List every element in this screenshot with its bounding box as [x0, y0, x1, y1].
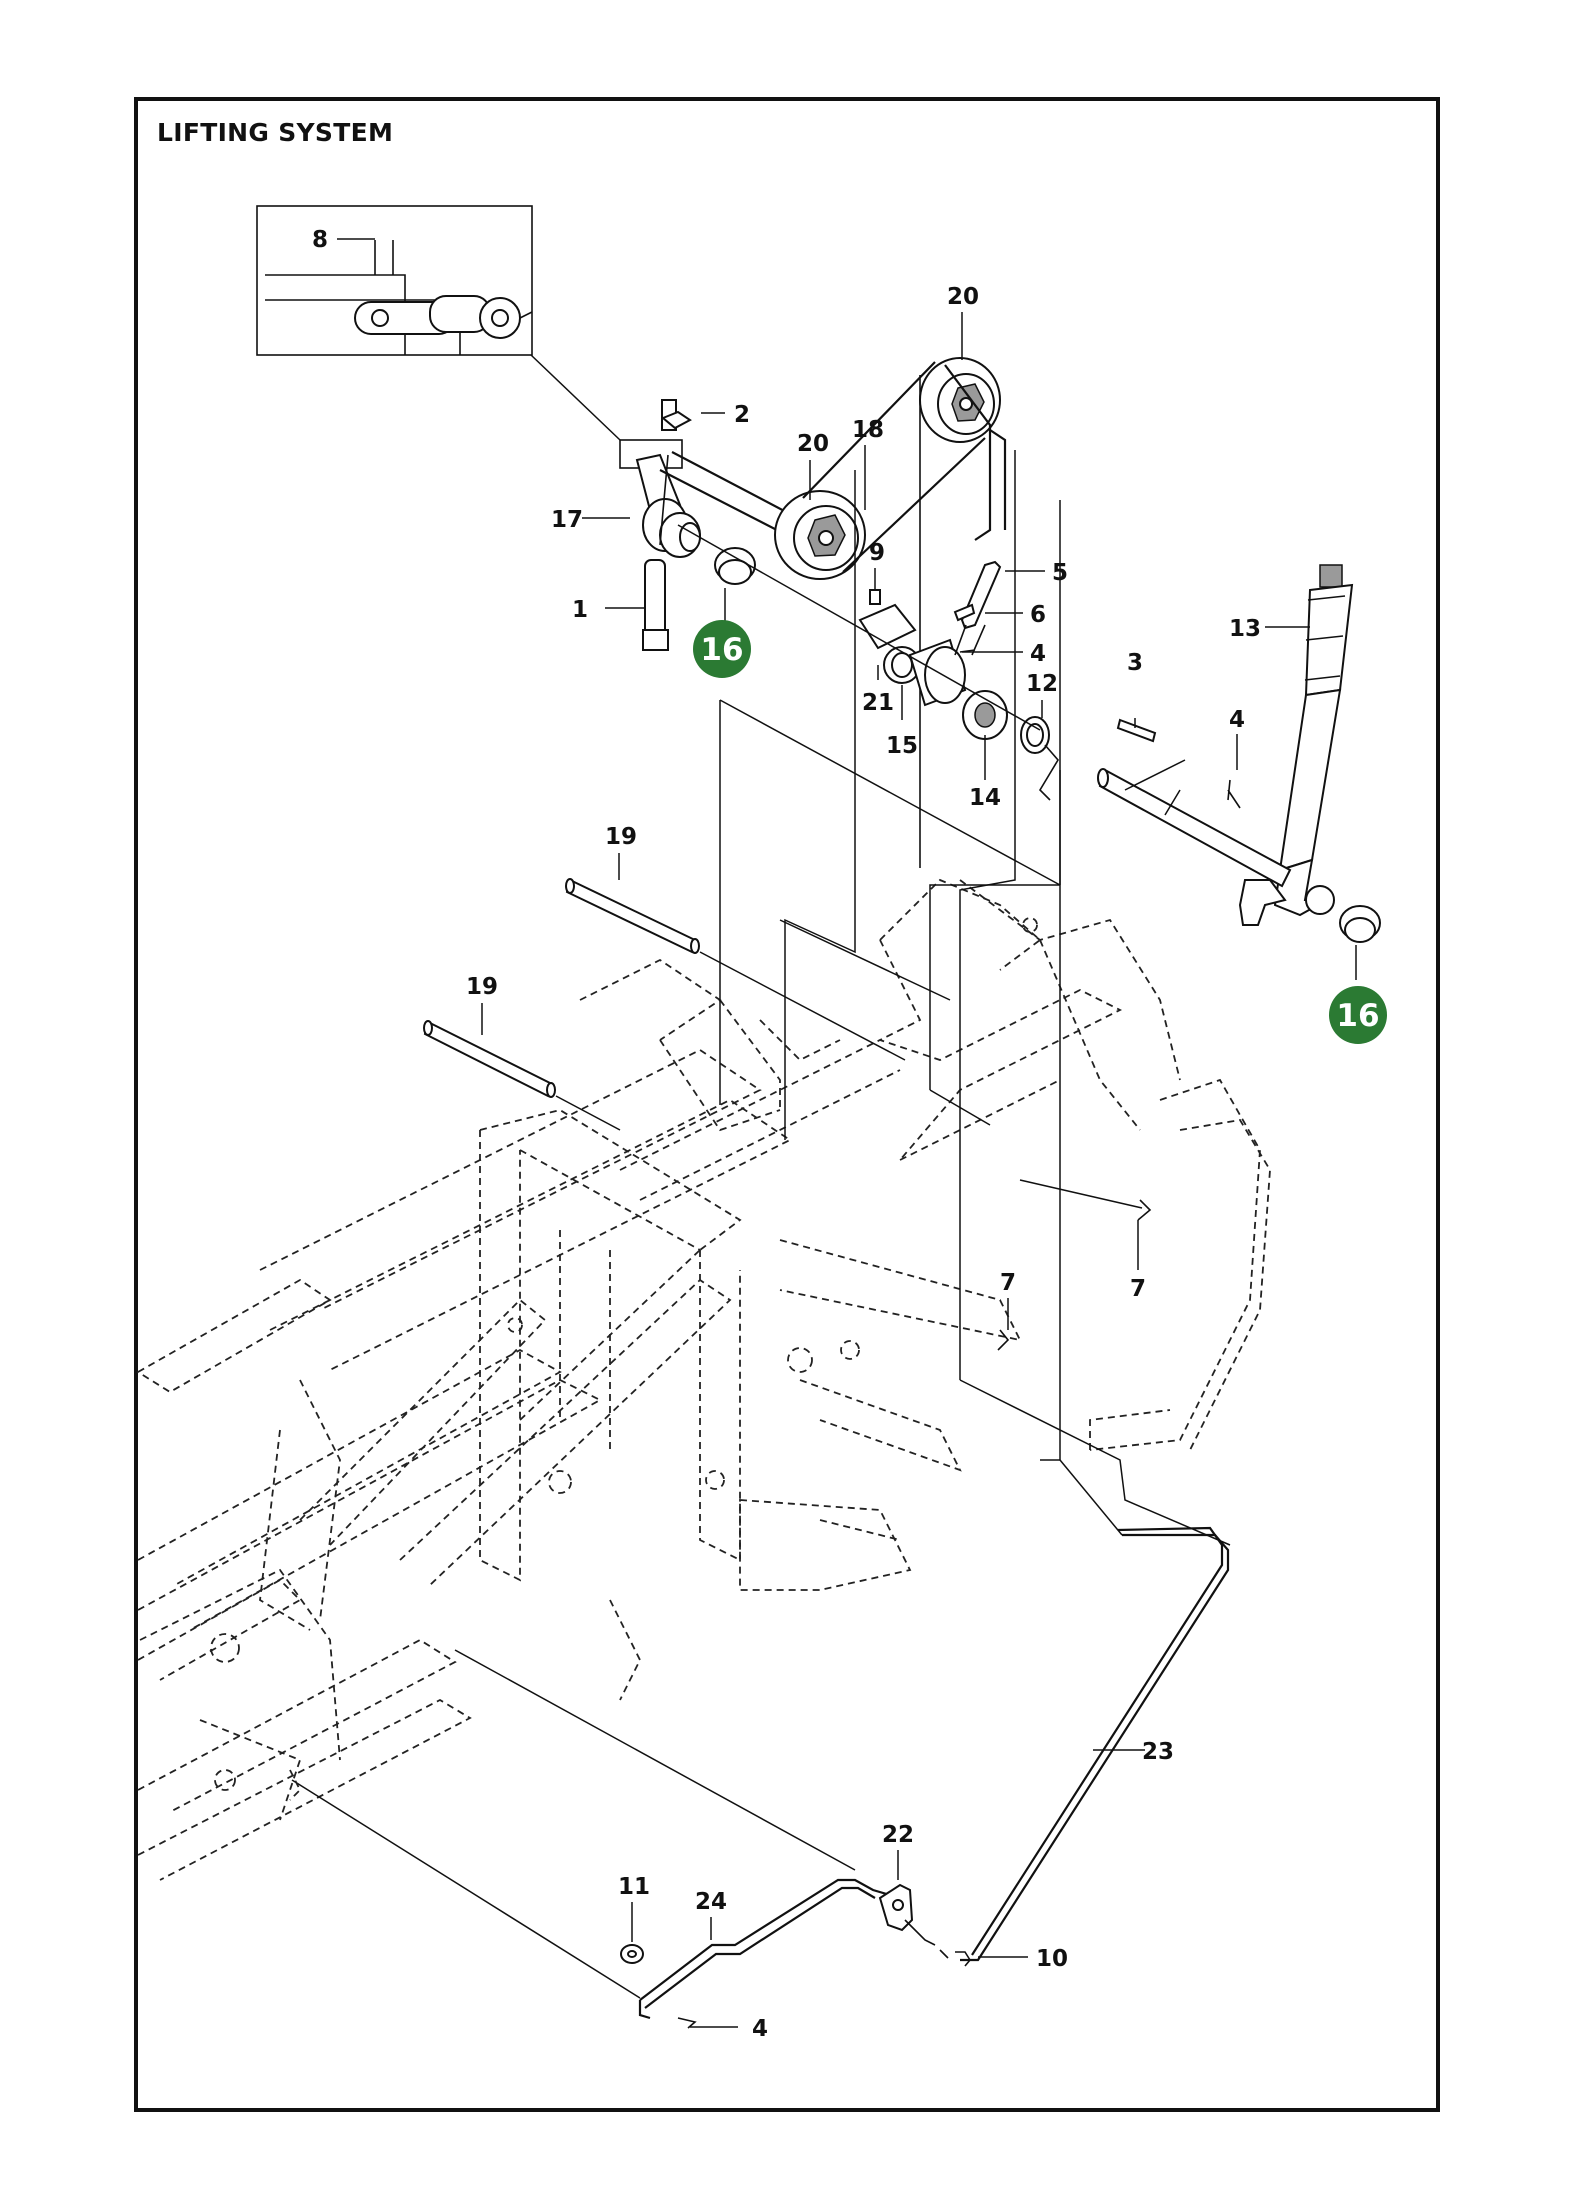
highlight-16-upper-label: 16	[700, 632, 743, 668]
highlight-badge	[693, 620, 751, 678]
callout-2: 2	[734, 402, 750, 428]
callout-21: 21	[862, 690, 894, 716]
callout-10: 10	[1036, 1946, 1068, 1972]
diagram-title: LIFTING SYSTEM	[157, 118, 394, 147]
lower-link-lines	[289, 1649, 856, 1999]
callout-7-right: 7	[1130, 1276, 1146, 1302]
callout-14: 14	[969, 785, 1001, 811]
callout-20-lower: 20	[797, 431, 829, 457]
callout-5: 5	[1052, 560, 1068, 586]
rod-part-19-upper	[565, 878, 906, 1061]
belt-part-18	[802, 361, 1007, 868]
pulley-lower	[774, 490, 866, 580]
callout-19-lower: 19	[466, 974, 498, 1000]
callout-20-upper: 20	[947, 284, 979, 310]
rod-part-24	[638, 1878, 901, 2020]
highlight-16-lower-label: 16	[1336, 998, 1379, 1034]
callout-leaders	[337, 238, 1357, 2028]
callout-9: 9	[869, 540, 885, 566]
cotter-pin-part-4-lower	[677, 2017, 697, 2029]
rod-part-23	[960, 1459, 1230, 1962]
callout-3: 3	[1127, 650, 1143, 676]
callout-23: 23	[1142, 1739, 1174, 1765]
washer-part-11	[620, 1944, 644, 1964]
pulley-upper	[919, 357, 1001, 443]
callout-12: 12	[1026, 671, 1058, 697]
callout-6: 6	[1030, 602, 1046, 628]
rod-part-19-lower	[423, 1020, 621, 1131]
callout-22: 22	[882, 1822, 914, 1848]
callout-24: 24	[695, 1889, 727, 1915]
chassis-frame	[136, 878, 1271, 1881]
callout-8: 8	[312, 227, 328, 253]
shaft-assembly	[677, 524, 1059, 801]
callout-19-upper: 19	[605, 824, 637, 850]
callout-18: 18	[852, 417, 884, 443]
callout-labels: 8 20 2 20 18 17 9 5 1 6 13 4 21 3 12 15 …	[312, 227, 1261, 2042]
assembly-lines	[719, 450, 1231, 1546]
callout-17: 17	[551, 507, 583, 533]
callout-4-right: 4	[1229, 707, 1245, 733]
callout-13: 13	[1229, 616, 1261, 642]
shaft-part-3	[1097, 718, 1292, 888]
bushing-part-16-upper	[714, 547, 756, 585]
callout-1: 1	[572, 597, 588, 623]
bushing-part-16-lower	[1339, 905, 1381, 943]
diagram-frame	[134, 97, 1440, 2112]
inset-detail-chain	[256, 205, 683, 469]
pin-part-7	[997, 1179, 1152, 1351]
callout-11: 11	[618, 1874, 650, 1900]
callout-7-left: 7	[1000, 1270, 1016, 1296]
highlight-callout-16-upper[interactable]: 16	[693, 620, 751, 678]
bracket-part-22	[878, 1883, 936, 1946]
callout-4-upper: 4	[1030, 641, 1046, 667]
callout-15: 15	[886, 733, 918, 759]
callout-4-lower: 4	[752, 2016, 768, 2042]
bracket-part-9-21	[858, 589, 921, 684]
clip-part-10	[939, 1949, 971, 1967]
highlight-badge	[1329, 986, 1387, 1044]
highlight-callout-16-lower[interactable]: 16	[1329, 986, 1387, 1044]
